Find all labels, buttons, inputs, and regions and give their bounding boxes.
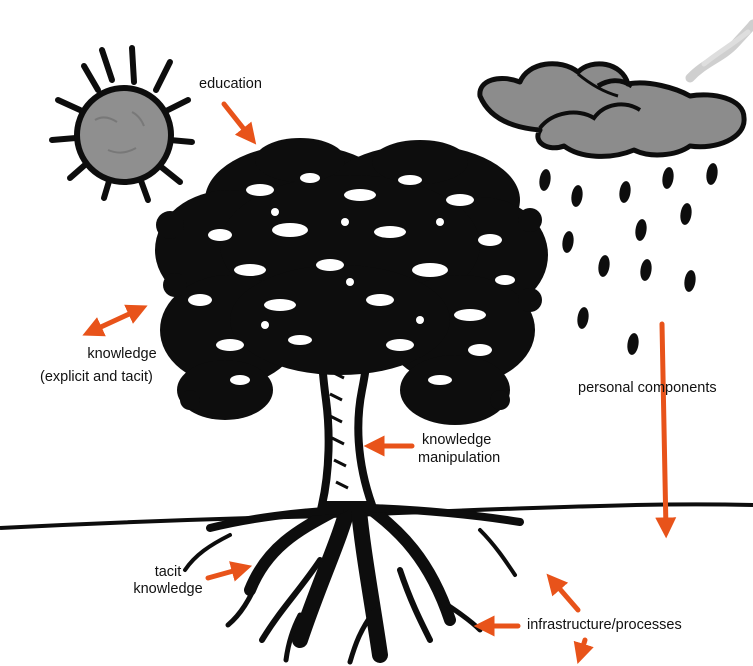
label-infrastructure-processes: infrastructure/processes [527,617,682,634]
arrow-personal-components [662,324,666,530]
smoke-wisp [690,24,753,78]
tree-roots [185,500,520,662]
label-personal-components: personal components [578,380,717,397]
rain-cloud-icon [480,64,744,157]
label-knowledge-line2: (explicit and tacit) [40,369,153,386]
label-tacit-knowledge-line1: tacit [122,564,214,581]
label-tacit-knowledge-line2: knowledge [122,581,214,598]
label-knowledge: knowledge [40,346,204,363]
arrow-infrastructure-down [580,640,585,656]
rain-drops [538,162,719,355]
label-knowledge-manipulation-line2: manipulation [418,450,500,467]
arrow-education [224,104,251,138]
arrow-infrastructure-up [552,580,578,610]
label-tacit-knowledge: tacit knowledge [122,564,214,598]
label-knowledge-line1: knowledge [40,346,204,363]
label-knowledge-manipulation-line1: knowledge [422,432,491,449]
label-education: education [199,76,262,93]
sun-icon [52,48,192,200]
arrow-knowledge [90,309,140,332]
